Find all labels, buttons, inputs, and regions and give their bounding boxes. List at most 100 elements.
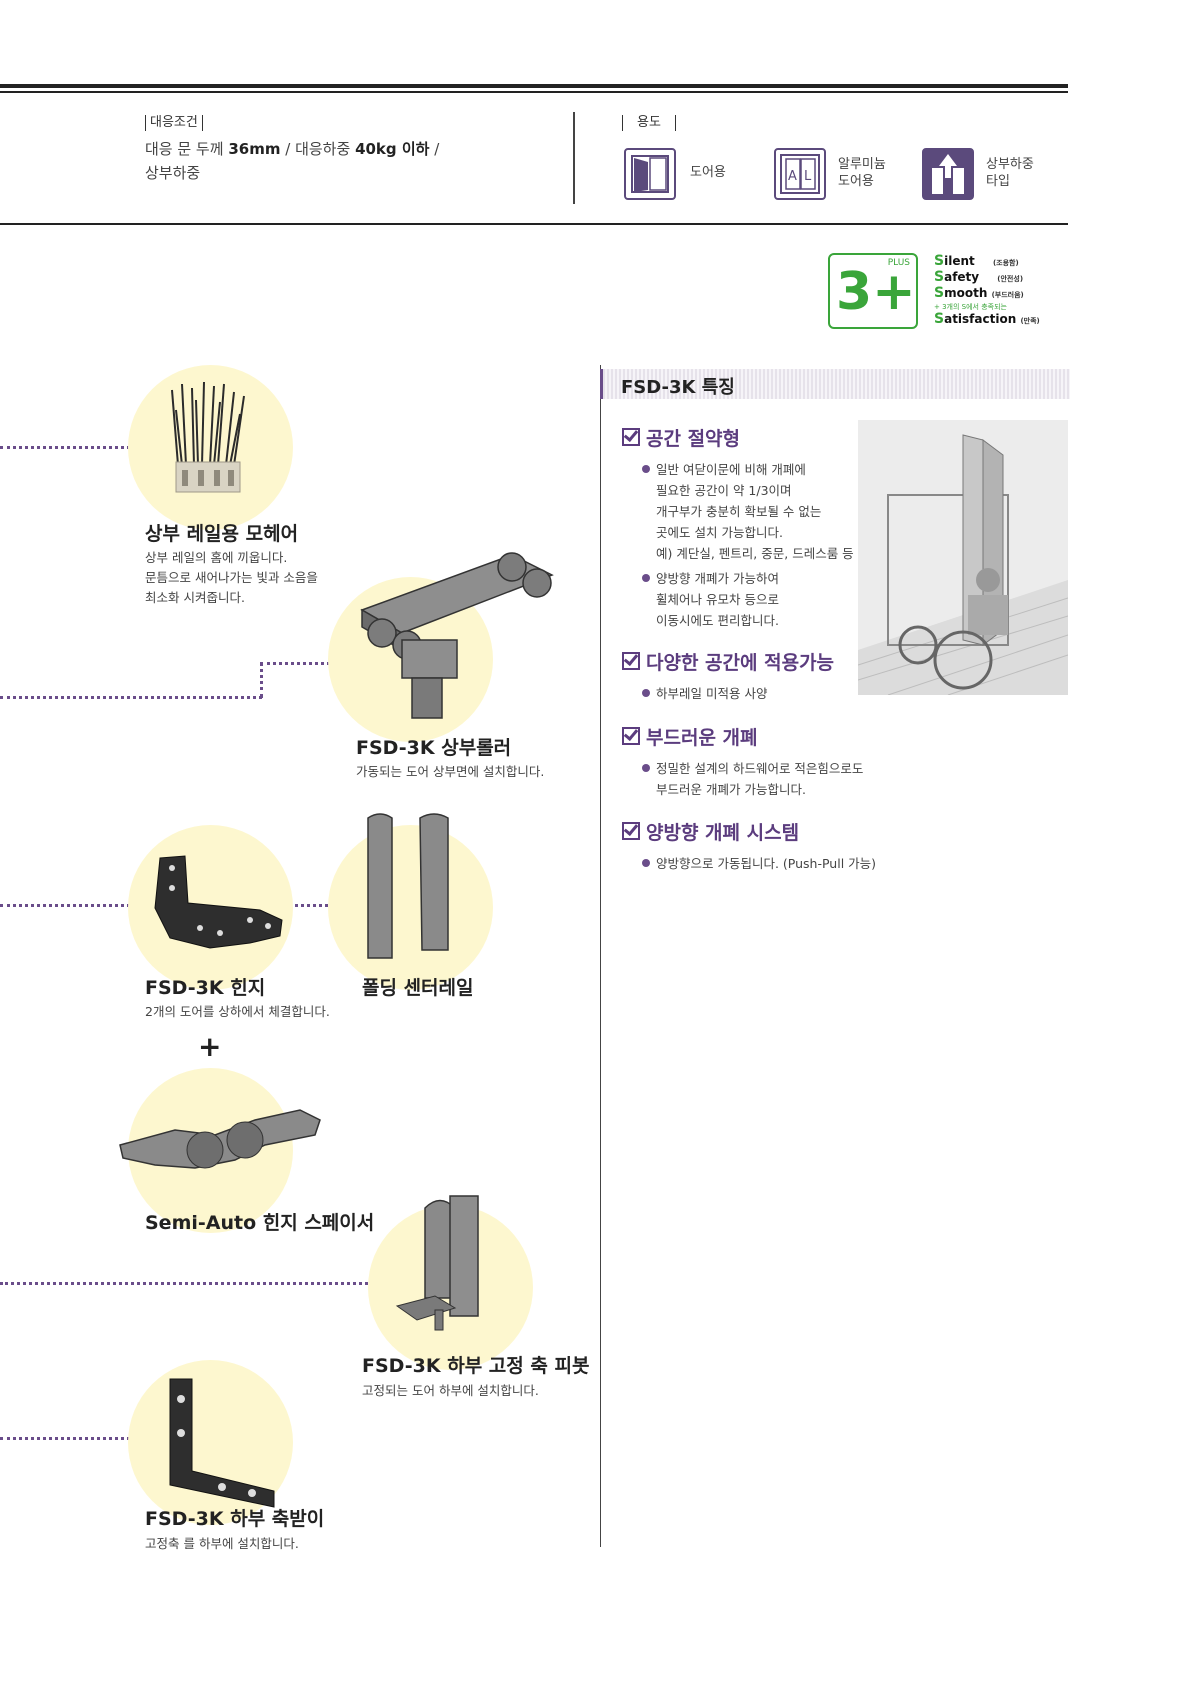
badge-r4: atisfaction xyxy=(944,312,1017,326)
bullet-dot-icon xyxy=(642,859,650,867)
feature-2: 다양한 공간에 적용가능 하부레일 미적용 사양 xyxy=(622,648,834,704)
feature-2-title: 다양한 공간에 적용가능 xyxy=(622,648,834,675)
top-rule-thin xyxy=(0,91,1068,93)
conditions-line2: 상부하중 xyxy=(145,164,201,182)
badge-big-text: 3+ xyxy=(836,262,916,322)
bullet-line: 양방향 개폐가 가능하여 xyxy=(656,571,779,586)
header-divider xyxy=(573,112,575,204)
badge-r1: ilent xyxy=(944,254,975,268)
plus-sign: + xyxy=(198,1030,222,1063)
badge-s3: S xyxy=(934,285,945,301)
rail-circle xyxy=(328,825,493,990)
bullet-line: 개구부가 충분히 확보될 수 없는 xyxy=(656,504,822,519)
badge-word-safety: Safety (안전성) xyxy=(934,270,1040,286)
badge-s2: S xyxy=(934,269,945,285)
door-icon xyxy=(624,148,676,200)
bullet-line: 곳에도 설치 가능합니다. xyxy=(656,525,783,540)
pivot-image xyxy=(395,1195,479,1331)
top-rule xyxy=(0,84,1068,88)
bullet-line: 부드러운 개폐가 가능합니다. xyxy=(656,782,806,797)
feature-1-bullet: 일반 여닫이문에 비해 개폐에 xyxy=(642,459,854,480)
feature-1-bullet: 양방향 개폐가 가능하여 xyxy=(642,568,854,589)
badge-word-satisfaction: Satisfaction (만족) xyxy=(934,312,1040,328)
conditions-prefix: 대응 문 두께 xyxy=(145,140,224,158)
hinge-desc: 2개의 도어를 상하에서 체결합니다. xyxy=(145,1004,330,1019)
roller-desc: 가동되는 도어 상부면에 설치합니다. xyxy=(356,764,545,779)
feature-3-title-text: 부드러운 개폐 xyxy=(646,727,758,749)
check-icon xyxy=(622,428,640,446)
bullet-dot-icon xyxy=(642,574,650,582)
connector-roller-c xyxy=(260,662,330,665)
bullet-line: 이동시에도 편리합니다. xyxy=(656,613,779,628)
connector-mohair xyxy=(0,446,130,449)
roller-image xyxy=(360,552,554,719)
conditions-suffix: / xyxy=(434,140,440,158)
feature-3-bullet: 정밀한 설계의 하드웨어로 적은힘으로도 xyxy=(642,758,863,779)
badge-n2: (안전성) xyxy=(997,275,1024,283)
features-header-title: FSD-3K 특징 xyxy=(621,377,735,398)
usage-label-topload: 상부하중 타입 xyxy=(986,156,1034,190)
mohair-image xyxy=(171,381,245,493)
spacer-image xyxy=(119,1109,321,1169)
svg-text:A: A xyxy=(788,169,797,184)
column-divider xyxy=(600,365,601,1547)
mohair-desc-line: 상부 레일의 홈에 끼웁니다. xyxy=(145,550,288,565)
badge-s1: S xyxy=(934,253,945,269)
connector-hinge-rail xyxy=(288,904,328,907)
badge-n1: (조용함) xyxy=(992,259,1019,267)
bracket-image xyxy=(169,1378,275,1508)
usage-label-aluminum-text: 알루미늄 도어용 xyxy=(838,157,886,189)
conditions-thickness: 36mm xyxy=(228,140,281,158)
check-icon xyxy=(622,822,640,840)
bullet-dot-icon xyxy=(642,764,650,772)
connector-roller-a xyxy=(0,696,262,699)
svg-text:L: L xyxy=(804,169,812,184)
feature-4-title: 양방향 개폐 시스템 xyxy=(622,818,876,845)
bullet-dot-icon xyxy=(642,465,650,473)
header-bottom-rule xyxy=(0,223,1068,225)
feature-4-bullet: 양방향으로 가동됩니다. (Push-Pull 가능) xyxy=(642,853,876,874)
conditions-load: 40kg 이하 xyxy=(355,140,430,158)
mohair-desc: 상부 레일의 홈에 끼웁니다. 문틈으로 새어나가는 빛과 소음을 최소화 시켜… xyxy=(145,548,318,608)
feature-1: 공간 절약형 일반 여닫이문에 비해 개폐에 필요한 공간이 약 1/3이며 개… xyxy=(622,424,854,631)
hinge-image xyxy=(154,855,283,949)
bullet-dot-icon xyxy=(642,689,650,697)
pivot-desc: 고정되는 도어 하부에 설치합니다. xyxy=(362,1383,539,1398)
three-plus-badge: PLUS 3+ xyxy=(828,253,918,329)
rail-title: 폴딩 센터레일 xyxy=(362,977,474,999)
badge-plus-label: PLUS xyxy=(887,258,910,268)
feature-4-title-text: 양방향 개폐 시스템 xyxy=(646,822,800,844)
bullet-line: 휠체어나 유모차 등으로 xyxy=(656,592,779,607)
feature-1-title-text: 공간 절약형 xyxy=(646,428,741,450)
badge-word-silent: Silent (조용함) xyxy=(934,254,1040,270)
feature-1-title: 공간 절약형 xyxy=(622,424,854,451)
bullet-line: 일반 여닫이문에 비해 개폐에 xyxy=(656,462,806,477)
badge-n3: (부드러움) xyxy=(991,291,1024,299)
badge-sub-note: + 3개의 S에서 충족되는 xyxy=(934,303,1007,311)
usage-tag: 용도 xyxy=(622,115,676,131)
bracket-title: FSD-3K 하부 축받이 xyxy=(145,1508,325,1530)
bullet-line: 양방향으로 가동됩니다. (Push-Pull 가능) xyxy=(656,856,877,871)
conditions-mid: / 대응하중 xyxy=(285,140,351,158)
spacer-title: Semi-Auto 힌지 스페이서 xyxy=(145,1212,375,1234)
conditions-text: 대응 문 두께 36mm / 대응하중 40kg 이하 / 상부하중 xyxy=(145,137,439,185)
bullet-line: 정밀한 설계의 하드웨어로 적은힘으로도 xyxy=(656,761,864,776)
badge-r2: afety xyxy=(944,270,980,284)
feature-3-title: 부드러운 개폐 xyxy=(622,723,863,750)
bullet-line: 예) 계단실, 펜트리, 중문, 드레스룸 등 xyxy=(656,546,854,561)
usage-label-aluminum: 알루미늄 도어용 xyxy=(838,156,886,190)
badge-r3: mooth xyxy=(944,286,988,300)
pivot-title: FSD-3K 하부 고정 축 피봇 xyxy=(362,1355,590,1377)
top-load-icon xyxy=(922,148,974,200)
roller-title: FSD-3K 상부롤러 xyxy=(356,737,512,759)
mohair-desc-line: 최소화 시켜줍니다. xyxy=(145,590,245,605)
mohair-title: 상부 레일용 모헤어 xyxy=(145,523,299,545)
features-header: FSD-3K 특징 xyxy=(600,369,1070,399)
check-icon xyxy=(622,652,640,670)
badge-s4: S xyxy=(934,311,945,327)
badge-n4: (만족) xyxy=(1020,317,1040,325)
bracket-desc: 고정축 를 하부에 설치합니다. xyxy=(145,1536,299,1551)
feature-illustration xyxy=(857,420,1069,696)
mohair-desc-line: 문틈으로 새어나가는 빛과 소음을 xyxy=(145,570,318,585)
